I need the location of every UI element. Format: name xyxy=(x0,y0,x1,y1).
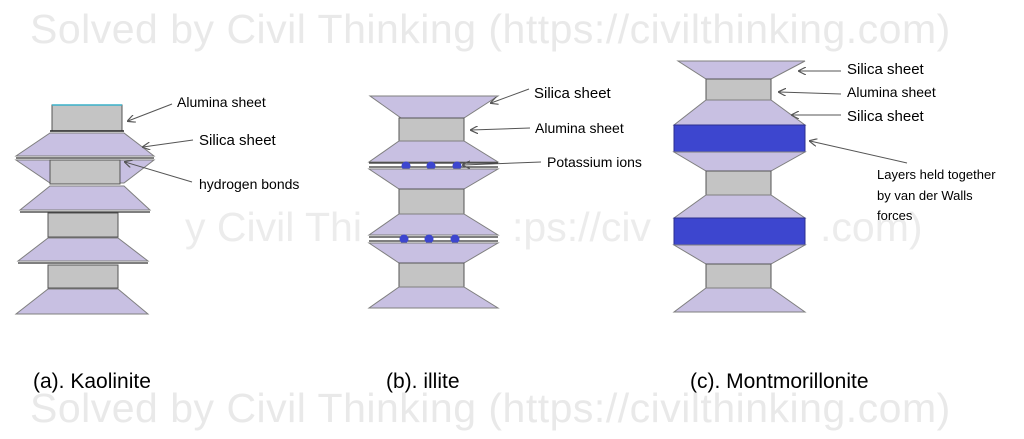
label-alumina-sheet: Alumina sheet xyxy=(535,120,624,136)
potassium-ion xyxy=(424,234,434,244)
potassium-ion xyxy=(452,161,462,171)
label-potassium-ions: Potassium ions xyxy=(547,154,642,170)
van-der-waals-layer xyxy=(673,217,806,246)
caption-montmorillonite: (c). Montmorillonite xyxy=(690,370,869,393)
alumina-sheet xyxy=(705,78,772,101)
label-layers-line2: by van der Walls xyxy=(877,188,973,203)
montmorillonite-structure xyxy=(672,60,807,313)
silica-sheet xyxy=(18,185,152,211)
silica-sheet xyxy=(367,242,500,264)
kaolinite-structure xyxy=(14,104,156,315)
label-layers-line1: Layers held together xyxy=(877,167,996,182)
alumina-sheet xyxy=(51,104,123,132)
illite-structure xyxy=(367,95,500,309)
watermark-bottom: Solved by Civil Thinking (https://civilt… xyxy=(30,385,951,431)
silica-sheet xyxy=(672,99,807,126)
potassium-ion xyxy=(401,161,411,171)
silica-sheet xyxy=(367,286,500,309)
caption-illite: (b). illite xyxy=(386,370,460,393)
montmorillonite-annotations: Silica sheet Alumina sheet Silica sheet … xyxy=(779,61,996,223)
silica-sheet xyxy=(672,194,807,219)
label-silica-sheet-top: Silica sheet xyxy=(847,61,925,78)
silica-sheet xyxy=(367,168,500,190)
watermark-top: Solved by Civil Thinking (https://civilt… xyxy=(30,6,951,52)
silica-sheet xyxy=(368,95,500,119)
label-alumina-sheet: Alumina sheet xyxy=(177,94,266,110)
label-silica-sheet: Silica sheet xyxy=(534,85,612,102)
label-silica-sheet: Silica sheet xyxy=(199,132,277,149)
alumina-sheet xyxy=(47,264,119,289)
illite-annotations: Silica sheet Alumina sheet Potassium ion… xyxy=(463,85,642,170)
silica-sheet xyxy=(14,132,156,157)
alumina-sheet xyxy=(47,212,119,238)
label-alumina-sheet: Alumina sheet xyxy=(847,84,936,100)
watermark-fragment-right: .com) xyxy=(820,204,923,250)
alumina-sheet xyxy=(705,263,772,289)
silica-sheet xyxy=(672,151,807,172)
alumina-sheet xyxy=(398,262,465,288)
potassium-ion xyxy=(399,234,409,244)
silica-sheet xyxy=(14,288,150,315)
silica-sheet xyxy=(672,244,807,265)
label-hydrogen-bonds: hydrogen bonds xyxy=(199,176,299,192)
caption-kaolinite: (a). Kaolinite xyxy=(33,370,151,393)
alumina-sheet xyxy=(705,170,772,196)
van-der-waals-layer xyxy=(673,124,806,153)
alumina-sheet xyxy=(398,188,465,215)
alumina-sheet xyxy=(49,159,121,185)
label-layers-line3: forces xyxy=(877,208,913,223)
watermark-fragment-left: y Civil Thi xyxy=(185,204,362,250)
watermark-fragment-center: :ps://civ xyxy=(512,204,651,250)
silica-sheet xyxy=(672,287,807,313)
silica-sheet xyxy=(367,213,500,236)
label-silica-sheet: Silica sheet xyxy=(847,108,925,125)
silica-sheet xyxy=(16,237,150,262)
potassium-ion xyxy=(450,234,460,244)
kaolinite-annotations: Alumina sheet Silica sheet hydrogen bond… xyxy=(125,94,299,192)
silica-sheet xyxy=(676,60,806,80)
alumina-sheet xyxy=(398,117,465,142)
potassium-ion xyxy=(426,161,436,171)
silica-sheet xyxy=(367,140,500,163)
